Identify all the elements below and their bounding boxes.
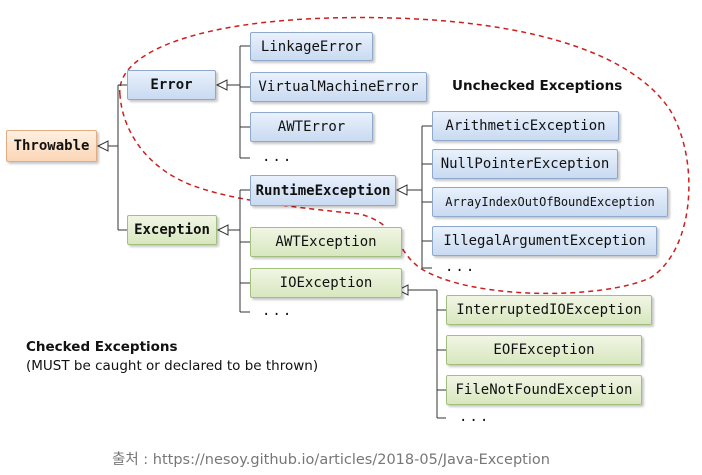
class-throwable: Throwable bbox=[6, 130, 97, 162]
unchecked-exceptions-label: Unchecked Exceptions bbox=[452, 78, 623, 94]
class-awt-exception: AWTException bbox=[250, 227, 402, 257]
class-eof-exception: EOFException bbox=[446, 335, 642, 365]
class-io-exception: IOException bbox=[250, 268, 402, 298]
checked-exceptions-note: (MUST be caught or declared to be thrown… bbox=[26, 358, 319, 374]
exception-more-ellipsis: ... bbox=[262, 303, 294, 319]
class-illegal-argument-exception: IllegalArgumentException bbox=[432, 226, 657, 256]
class-linkage-error: LinkageError bbox=[250, 32, 373, 61]
source-caption: 출처 : https://nesoy.github.io/articles/20… bbox=[112, 452, 550, 468]
class-file-not-found-exception: FileNotFoundException bbox=[446, 375, 642, 405]
class-arithmetic-exception: ArithmeticException bbox=[432, 111, 619, 141]
class-exception: Exception bbox=[127, 215, 217, 245]
class-error: Error bbox=[127, 70, 216, 100]
arrow-throwable bbox=[96, 140, 109, 152]
class-interrupted-io-exception: InterruptedIOException bbox=[446, 295, 652, 325]
class-array-index-exception: ArrayIndexOutOfBoundException bbox=[432, 187, 668, 217]
arrow-error bbox=[215, 79, 228, 91]
connector-lines bbox=[108, 45, 446, 419]
error-more-ellipsis: ... bbox=[262, 149, 294, 165]
io-more-ellipsis: ... bbox=[459, 409, 491, 425]
checked-exceptions-label: Checked Exceptions bbox=[26, 339, 178, 355]
unchecked-boundary bbox=[119, 16, 690, 295]
arrow-runtime-exception bbox=[395, 184, 408, 196]
class-virtual-machine-error: VirtualMachineError bbox=[250, 72, 427, 102]
runtime-more-ellipsis: ... bbox=[445, 259, 477, 275]
inheritance-arrows bbox=[96, 79, 409, 296]
arrow-exception bbox=[216, 224, 229, 236]
class-runtime-exception: RuntimeException bbox=[250, 175, 396, 206]
arrow-io-exception bbox=[396, 284, 409, 296]
class-null-pointer-exception: NullPointerException bbox=[432, 149, 618, 179]
class-awt-error: AWTError bbox=[250, 112, 373, 142]
